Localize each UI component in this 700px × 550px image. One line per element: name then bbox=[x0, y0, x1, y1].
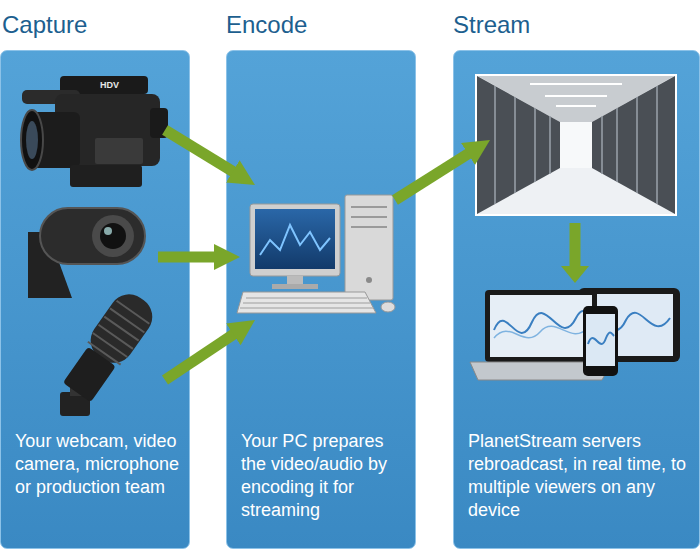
model-badge: HDV bbox=[100, 80, 119, 91]
panel-shape bbox=[226, 50, 416, 549]
panel-shape bbox=[0, 50, 190, 549]
panel-shape bbox=[453, 50, 700, 549]
column-heading: Encode bbox=[226, 0, 416, 50]
panel-caption: Your webcam, video camera, microphone or… bbox=[0, 430, 190, 499]
panel-caption: Your PC prepares the video/audio by enco… bbox=[226, 430, 416, 522]
stage-panel: EncodeYour PC prepares the video/audio b… bbox=[226, 0, 416, 550]
stage-panel: StreamPlanetStream servers rebroadcast, … bbox=[453, 0, 700, 550]
column-heading: Capture bbox=[0, 0, 190, 50]
panel-caption: PlanetStream servers rebroadcast, in rea… bbox=[453, 430, 700, 522]
stage-panel: CaptureYour webcam, video camera, microp… bbox=[0, 0, 190, 550]
column-heading: Stream bbox=[453, 0, 700, 50]
